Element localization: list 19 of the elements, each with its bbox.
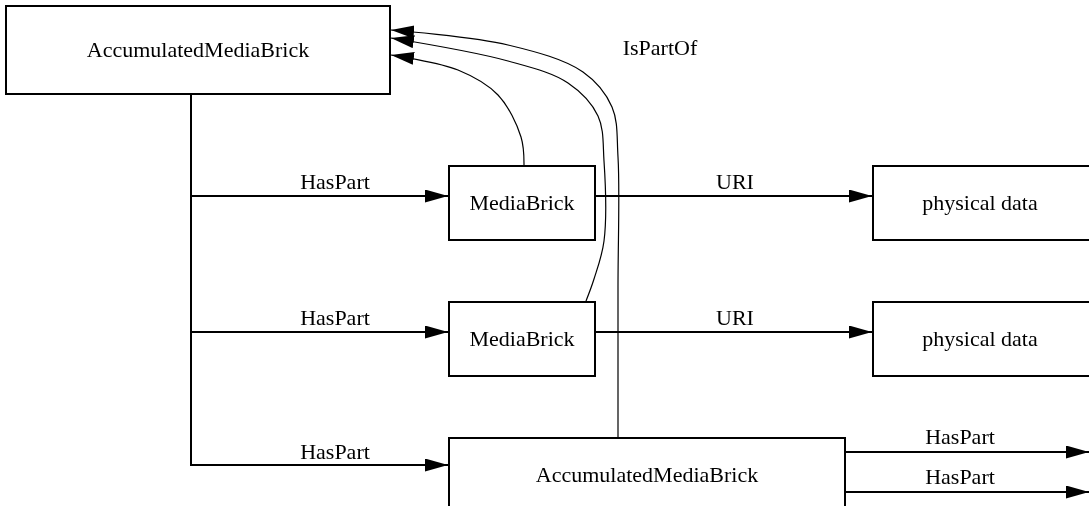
arrow — [390, 52, 525, 166]
class-name: MediaBrick — [469, 190, 575, 216]
class-box — [448, 165, 596, 241]
class-name: physical data — [922, 326, 1038, 352]
arrow — [595, 325, 873, 339]
class-name: AccumulatedMediaBrick — [86, 37, 310, 63]
class-box — [872, 165, 1089, 241]
class-name: AccumulatedMediaBrick — [535, 462, 759, 488]
arrow — [390, 25, 620, 438]
class-box — [448, 437, 846, 506]
arrow — [845, 445, 1089, 459]
arrow — [390, 35, 607, 302]
class-box — [448, 301, 596, 377]
class-box — [872, 301, 1089, 377]
class-name: physical data — [922, 190, 1038, 216]
class-box — [5, 5, 391, 95]
arrow — [845, 485, 1089, 499]
class-name: MediaBrick — [469, 326, 575, 352]
arrow — [595, 189, 873, 203]
